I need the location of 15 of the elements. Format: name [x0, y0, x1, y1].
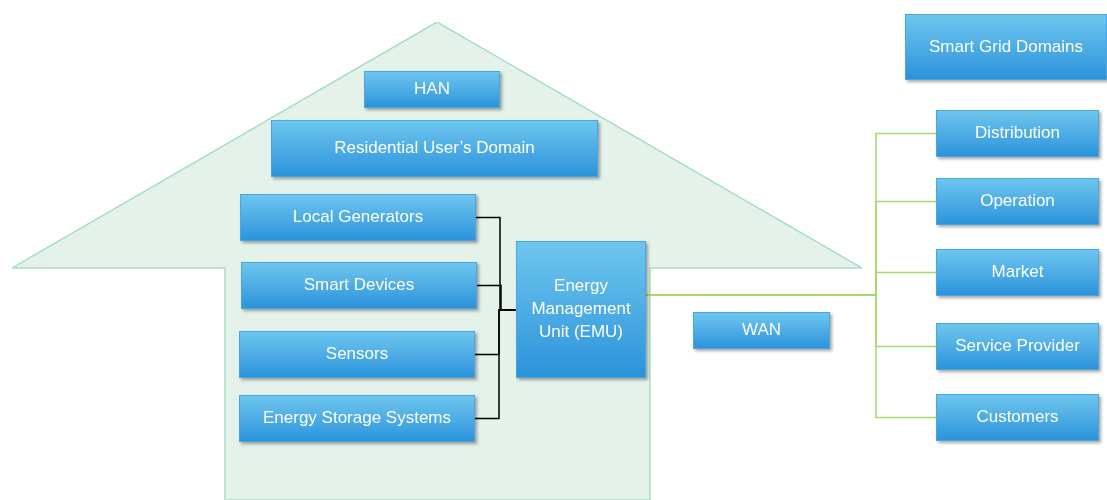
label-box: Smart Devices [241, 262, 477, 309]
label-box: Distribution [936, 110, 1099, 157]
label-box: Energy Management Unit (EMU) [516, 241, 646, 378]
label-box: Sensors [239, 331, 475, 378]
label-box: HAN [364, 71, 500, 108]
label-box: WAN [693, 312, 830, 349]
label-box: Service Provider [936, 323, 1099, 370]
connector-line [474, 309, 517, 420]
label-box: Operation [936, 178, 1099, 225]
label-box: Customers [936, 394, 1099, 441]
label-box: Smart Grid Domains [905, 14, 1107, 80]
label-box: Residential User’s Domain [271, 120, 598, 177]
label-box: Market [936, 249, 1099, 296]
label-box: Local Generators [240, 194, 476, 241]
label-box: Energy Storage Systems [239, 395, 475, 442]
